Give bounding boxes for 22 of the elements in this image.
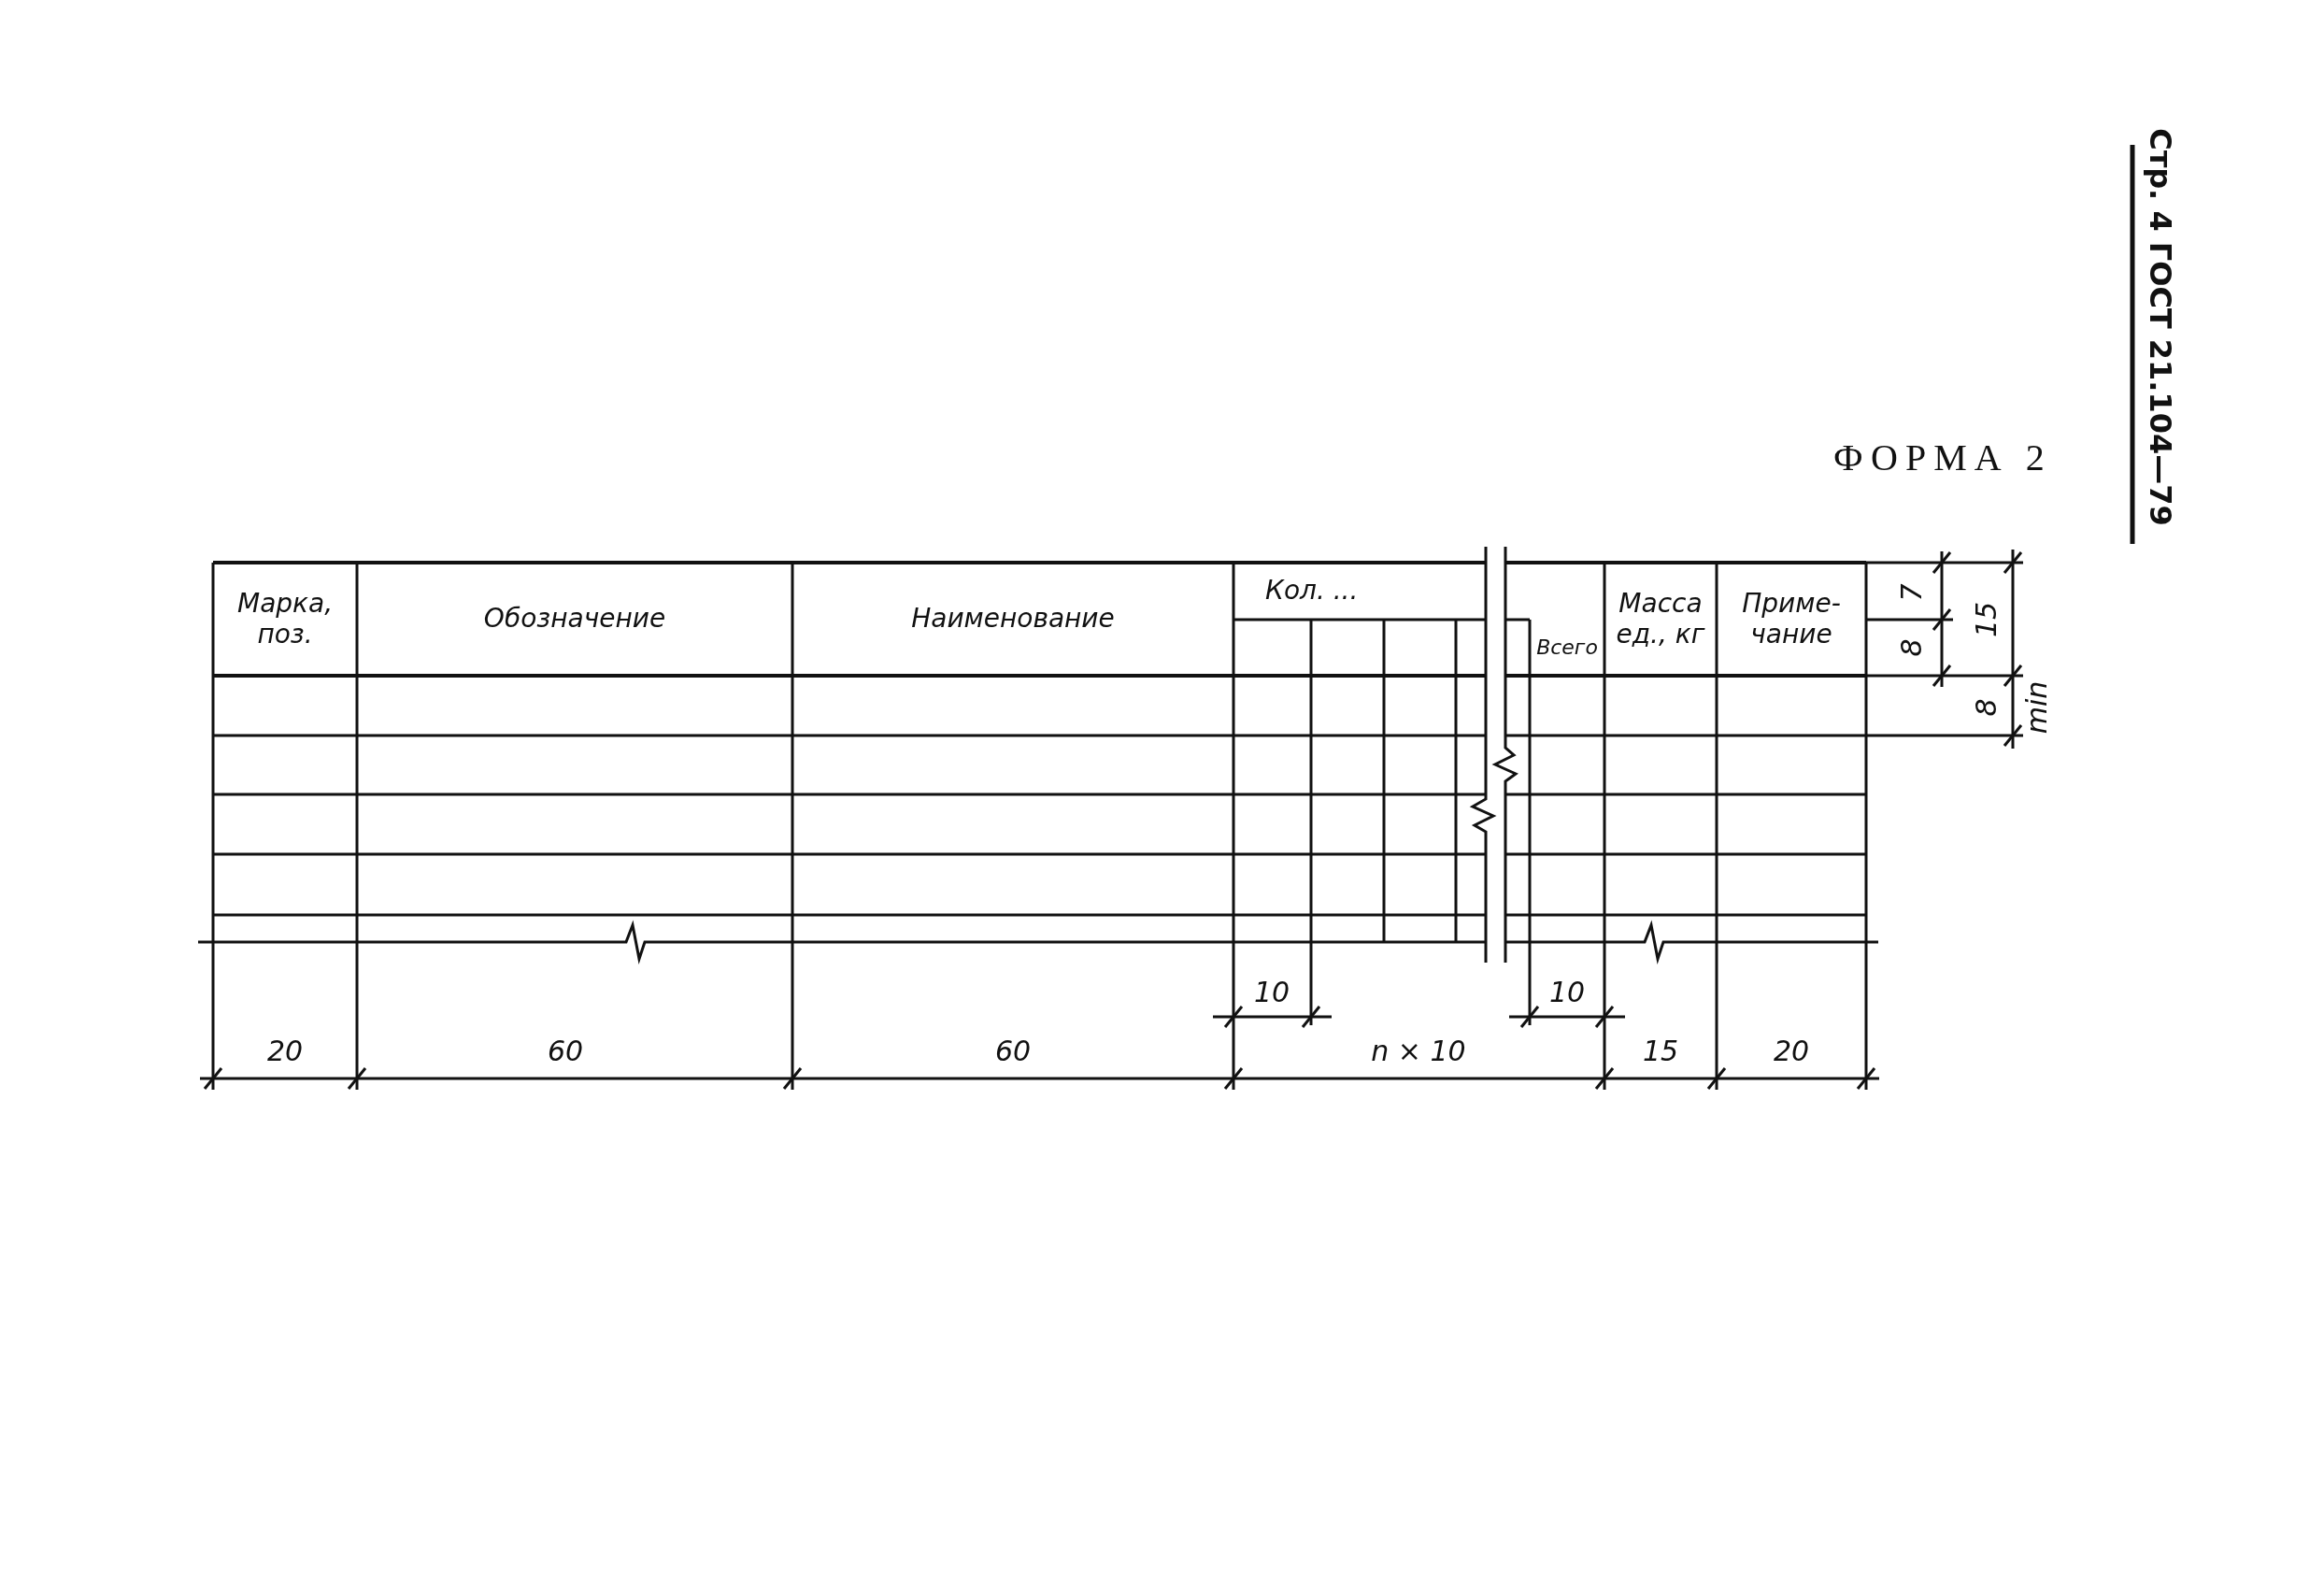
dimension-label: 10 — [1253, 978, 1290, 1007]
page-header: Стр. 4 ГОСТ 21.104—79 — [2146, 128, 2175, 526]
dimension-label: 20 — [1773, 1037, 1810, 1065]
column-header: Марка, поз. — [213, 563, 357, 676]
column-header: Наименование — [792, 563, 1233, 676]
column-header: Приме- чание — [1717, 563, 1866, 676]
dimension-label: 8 — [1973, 698, 2001, 717]
column-header: Кол. ... — [1233, 563, 1486, 620]
dimension-label: 20 — [266, 1037, 304, 1065]
column-header: Обозначение — [357, 563, 792, 676]
dimension-label: 60 — [994, 1037, 1032, 1065]
dimension-label: 15 — [1642, 1037, 1679, 1065]
column-header: Масса ед., кг — [1604, 563, 1717, 676]
dimension-label: 60 — [547, 1037, 584, 1065]
dimension-label: n × 10 — [1371, 1037, 1466, 1065]
dimension-label: min — [2023, 680, 2051, 735]
dimension-label: 15 — [1973, 601, 2001, 638]
form-title: ФОРМА 2 — [1833, 439, 2052, 477]
dimension-label: 10 — [1548, 978, 1586, 1007]
dimension-label: 7 — [1898, 583, 1926, 602]
dimension-label: 8 — [1898, 638, 1926, 657]
column-header: Всего — [1530, 620, 1604, 676]
